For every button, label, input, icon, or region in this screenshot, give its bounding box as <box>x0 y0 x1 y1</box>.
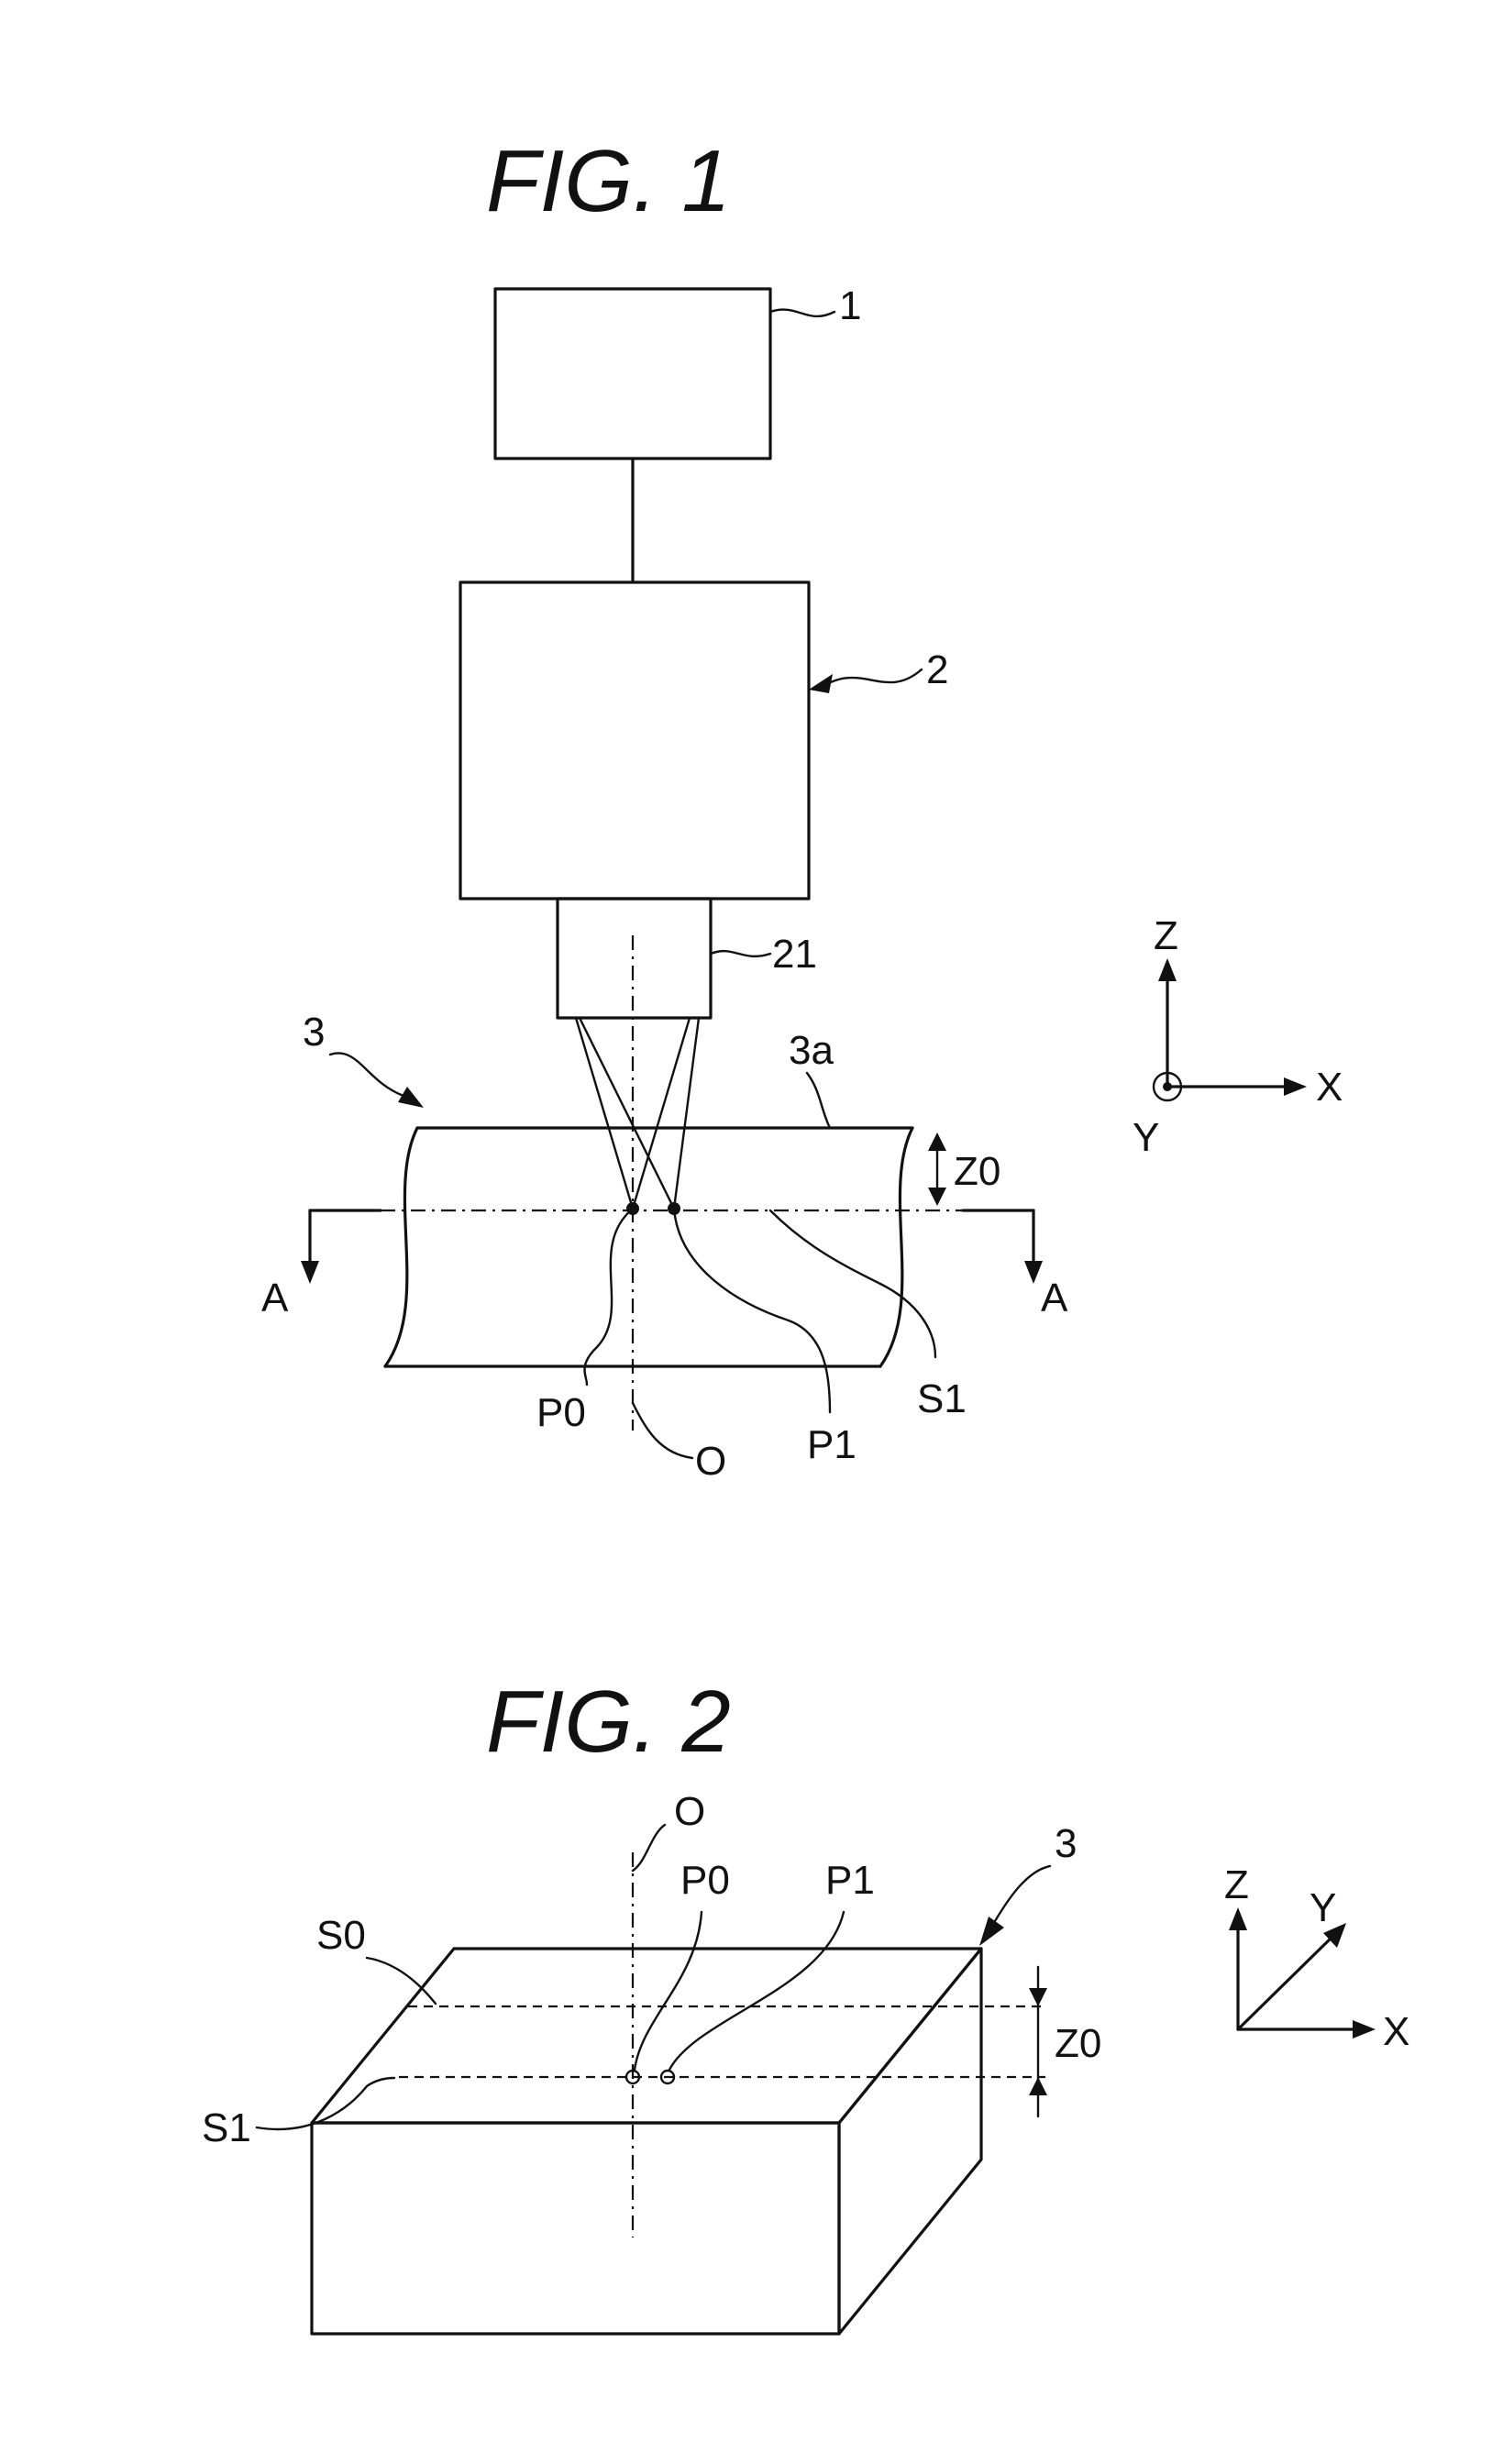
p1-label: P1 <box>825 1858 875 1903</box>
beam-line <box>633 1018 690 1209</box>
p0-label: P0 <box>536 1390 586 1435</box>
depth-label: Z0 <box>1055 2021 1101 2066</box>
z-axis-arrowhead <box>1158 958 1177 981</box>
fig1-axes: Z X Y <box>1133 913 1343 1160</box>
s0-label: S0 <box>316 1913 366 1958</box>
section-a-left-arrowhead <box>301 1261 319 1284</box>
s1-label: S1 <box>917 1376 967 1421</box>
lens-leader <box>711 951 770 956</box>
beam-line <box>580 1018 674 1209</box>
depth-arrow-up <box>928 1133 946 1151</box>
controller-label: 1 <box>839 283 861 328</box>
y-axis-line <box>1238 1935 1334 2029</box>
workpiece-arrowhead <box>398 1087 424 1108</box>
p0-leader <box>635 1912 702 2070</box>
workpiece-leader <box>995 1866 1050 1921</box>
axis-o-leader <box>633 1403 692 1458</box>
y-axis-label: Y <box>1133 1115 1159 1160</box>
z-axis-label: Z <box>1224 1862 1249 1907</box>
z-axis-label: Z <box>1154 913 1178 958</box>
beam-line <box>576 1018 633 1209</box>
depth-arrow-bottom <box>1029 2077 1047 2095</box>
x-axis-label: X <box>1316 1065 1343 1110</box>
x-axis-arrowhead <box>1284 1077 1307 1096</box>
axis-o-leader <box>633 1825 665 1871</box>
s1-leader <box>770 1210 935 1357</box>
axis-o-label: O <box>674 1789 705 1834</box>
x-axis-arrowhead <box>1353 2020 1376 2039</box>
laser-unit-box <box>460 582 809 899</box>
section-a-left-label: A <box>261 1276 289 1320</box>
y-axis-label: Y <box>1310 1885 1336 1930</box>
top-surface-leader <box>807 1073 830 1128</box>
laser-leader <box>821 669 922 688</box>
x-axis-label: X <box>1383 2009 1409 2054</box>
lens-box <box>558 899 711 1018</box>
lens-label: 21 <box>772 932 817 977</box>
workpiece-label: 3 <box>303 1010 325 1055</box>
y-axis-dot-icon <box>1163 1082 1172 1091</box>
controller-leader <box>770 310 834 316</box>
s1-label: S1 <box>202 2105 251 2150</box>
p1-leader <box>674 1209 830 1412</box>
section-a-right-arrowhead <box>1024 1261 1043 1284</box>
workpiece-right-break <box>880 1128 912 1366</box>
workpiece-label: 3 <box>1055 1821 1077 1866</box>
fig2-title: FIG. 2 <box>486 1673 731 1771</box>
p0-label: P0 <box>680 1858 730 1903</box>
workpiece-leader <box>330 1053 403 1096</box>
controller-box <box>495 289 770 459</box>
block-front-face <box>312 2123 839 2334</box>
s0-leader <box>367 1958 436 2004</box>
laser-arrowhead <box>809 674 833 693</box>
beam-line <box>674 1018 699 1209</box>
top-surface-label: 3a <box>789 1028 834 1073</box>
section-a-right-label: A <box>1041 1276 1068 1320</box>
axis-o-label: O <box>695 1439 726 1484</box>
figure-2: FIG. 2 O P0 P1 3 S0 S1 <box>202 1673 1409 2334</box>
workpiece-left-break <box>385 1128 417 1366</box>
z-axis-arrowhead <box>1229 1907 1247 1930</box>
p0-leader <box>585 1209 634 1385</box>
depth-arrow-down <box>928 1188 946 1206</box>
fig2-axes: Z Y X <box>1224 1862 1409 2054</box>
depth-label: Z0 <box>954 1149 1000 1194</box>
fig1-title: FIG. 1 <box>486 132 731 230</box>
depth-arrow-top <box>1029 1988 1047 2006</box>
workpiece-arrowhead <box>979 1917 1004 1946</box>
p1-leader <box>669 1912 844 2070</box>
laser-label: 2 <box>926 647 948 692</box>
p1-label: P1 <box>807 1422 857 1467</box>
figure-1: FIG. 1 1 2 21 O 3 3a <box>261 132 1343 1484</box>
